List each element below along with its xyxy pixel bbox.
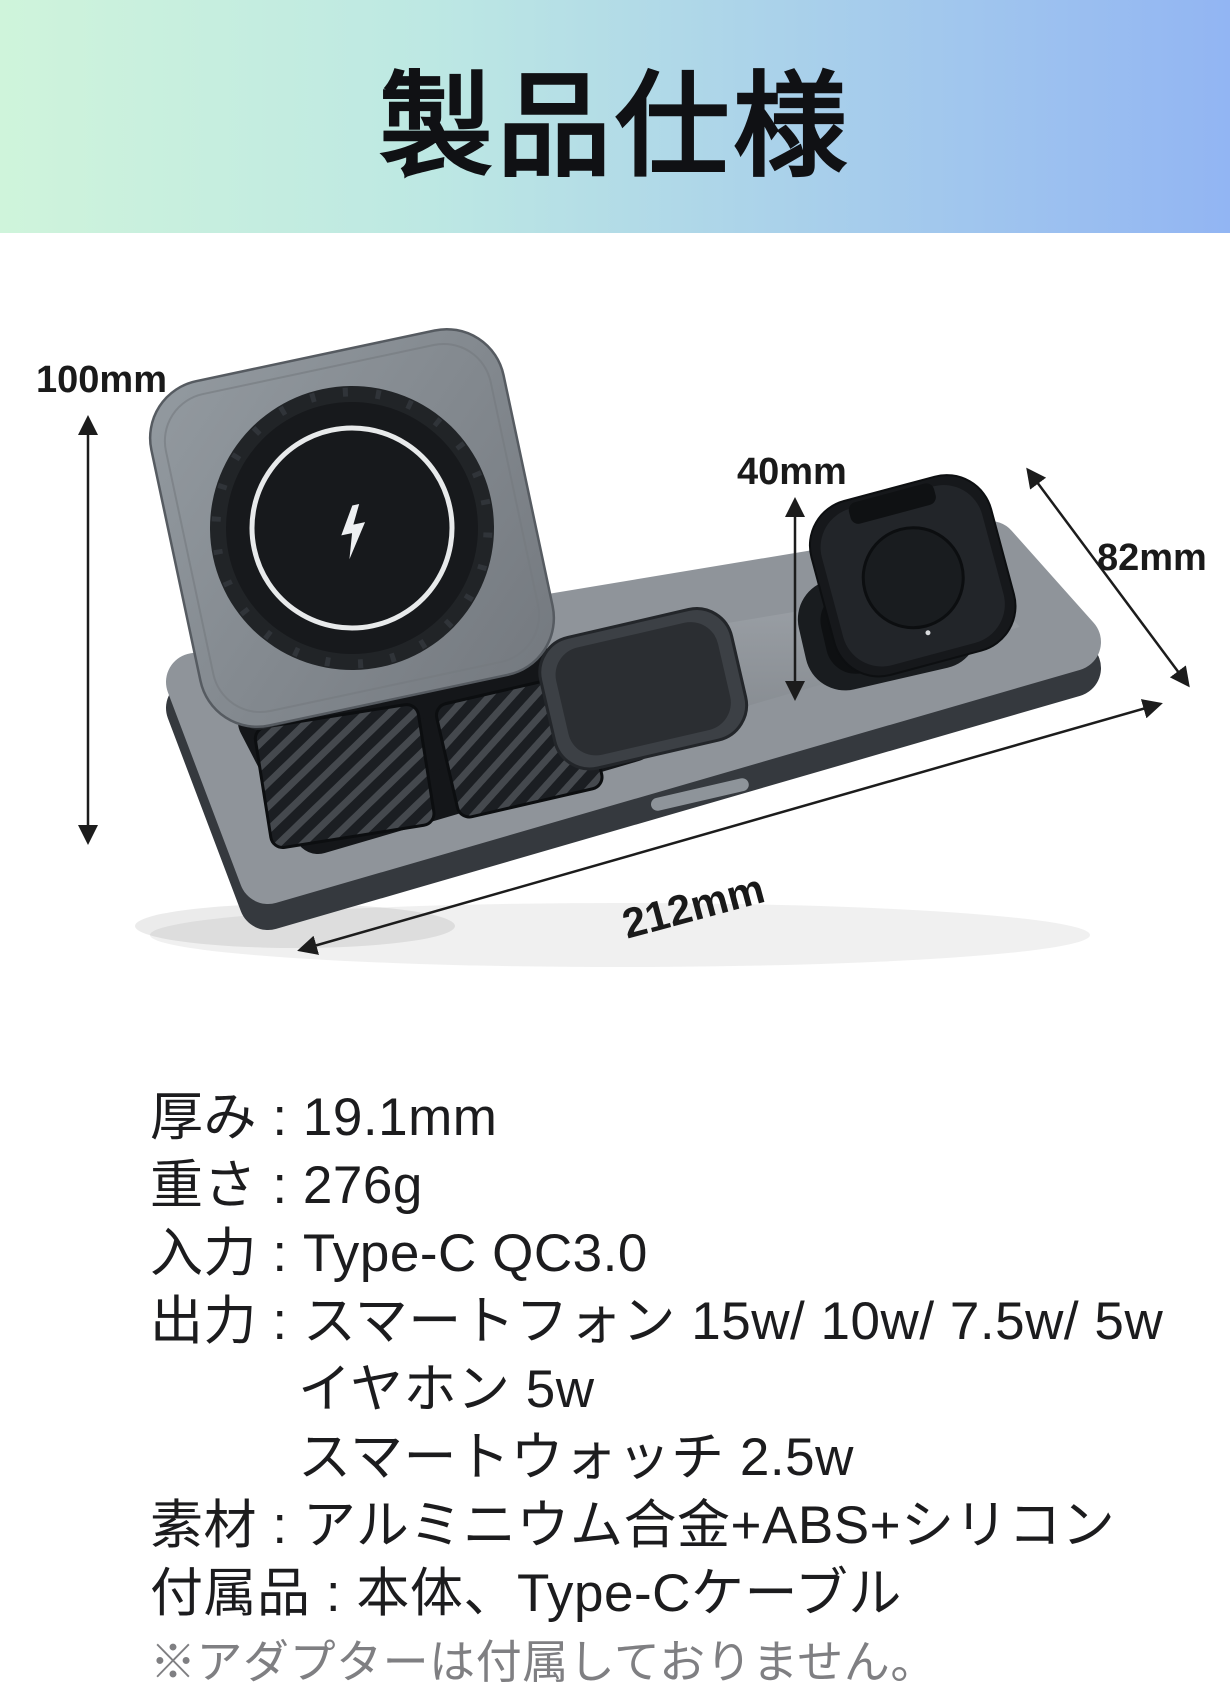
spec-line-output-earphone: イヤホン 5w	[298, 1360, 595, 1419]
magsafe-phone-pad	[148, 327, 556, 729]
dimension-arrows	[78, 415, 1190, 955]
spec-line-thickness: 厚み : 19.1mm	[150, 1088, 498, 1147]
watch-charger-head	[808, 474, 1017, 678]
dimension-label-watch-height: 40mm	[737, 451, 847, 493]
spec-line-material: 素材 : アルミニウム合金+ABS+シリコン	[150, 1496, 1116, 1555]
product-figure: 100mm 40mm 82mm 212mm	[0, 290, 1230, 990]
spec-line-accessories: 付属品 : 本体、Type-Cケーブル	[150, 1564, 902, 1623]
spec-line-input: 入力 : Type-C QC3.0	[150, 1224, 648, 1283]
dimension-arrow-depth	[1026, 467, 1190, 688]
dimension-label-height: 100mm	[36, 359, 167, 401]
dimension-arrow-width	[297, 699, 1163, 955]
dimension-label-depth: 82mm	[1097, 537, 1207, 579]
lightning-bolt-icon	[341, 503, 366, 560]
spec-list: 厚み : 19.1mm 重さ : 276g 入力 : Type-C QC3.0 …	[150, 1084, 1163, 1687]
spec-line-output: 出力 : スマートフォン 15w/ 10w/ 7.5w/ 5w	[150, 1292, 1164, 1351]
spec-line-output-watch: スマートウォッチ 2.5w	[298, 1428, 854, 1487]
spec-line-weight: 重さ : 276g	[150, 1156, 423, 1215]
spec-note-adapter: ※アダプターは付属しておりません。	[150, 1636, 937, 1687]
page-title: 製品仕様	[379, 64, 851, 191]
header-banner: 製品仕様	[0, 0, 1230, 233]
product-illustration: 100mm 40mm 82mm 212mm	[36, 327, 1207, 967]
